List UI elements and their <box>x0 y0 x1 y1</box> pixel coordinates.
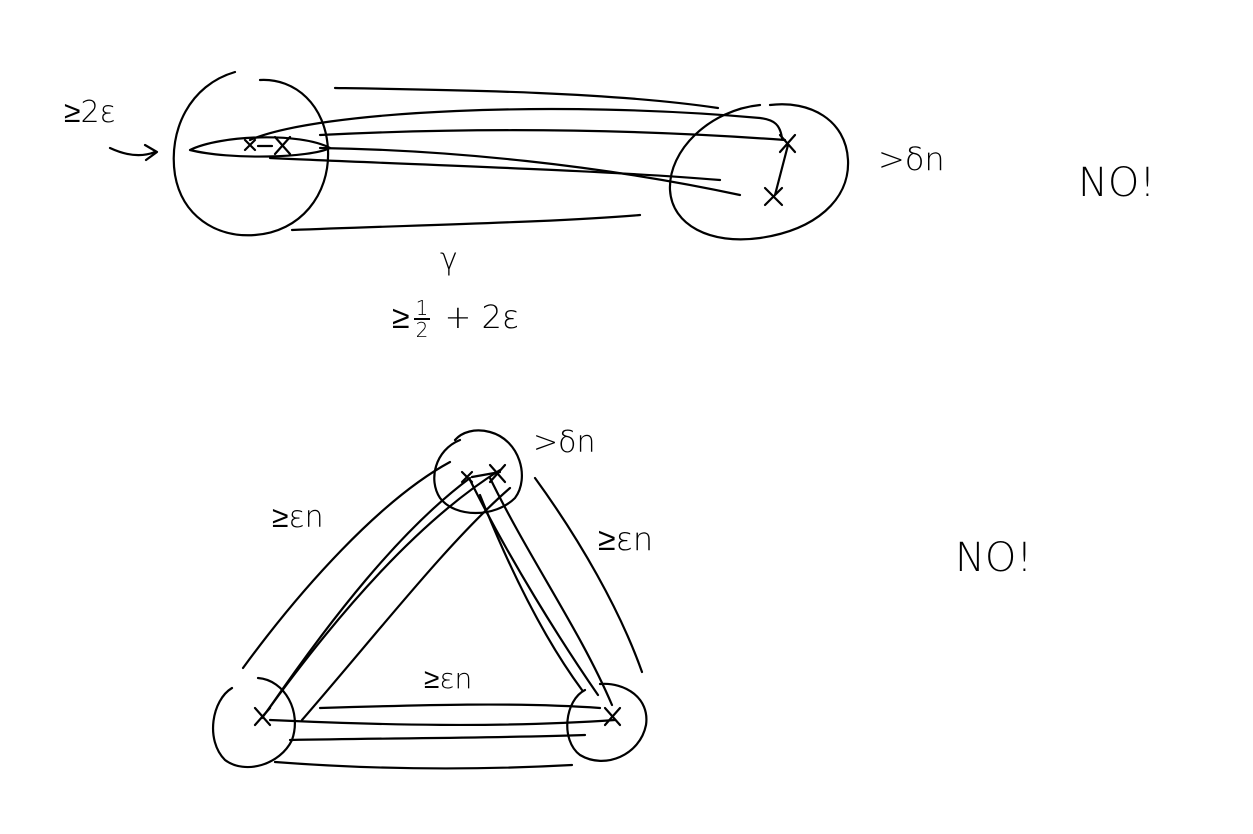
right-vertex-marks <box>603 706 622 727</box>
bottom-right-vertex-circle <box>566 682 648 762</box>
gamma-label: γ <box>440 242 458 277</box>
left-edge-label: ≥εn <box>272 500 324 535</box>
bottom-edge-outer <box>273 760 574 770</box>
path-line-3 <box>318 129 787 142</box>
top-vertex-label: >δn <box>533 425 596 460</box>
path-line-2 <box>248 107 784 142</box>
top-figure <box>108 70 850 241</box>
left-edge-3 <box>300 486 512 722</box>
bottom-edge-3 <box>288 733 587 742</box>
right-edge-outer <box>533 476 644 674</box>
path-line-1 <box>333 86 720 110</box>
triangle-figure <box>211 429 648 770</box>
left-cluster-label: ≥2ε <box>64 95 116 130</box>
bottom-edge-label: ≥εn <box>424 662 473 695</box>
path-line-6 <box>290 213 642 232</box>
path-length-prefix: ≥ <box>392 298 410 336</box>
inner-vertex-marks <box>243 135 292 156</box>
right-vertex-marks <box>763 133 797 207</box>
right-cluster-ellipse <box>668 103 850 241</box>
left-edge-2 <box>260 468 502 720</box>
bottom-edge-1 <box>318 703 602 710</box>
fraction-numerator: 1 <box>413 296 431 320</box>
left-edge-outer <box>241 460 452 670</box>
bottom-left-vertex-circle <box>211 676 296 769</box>
top-vertex-marks <box>460 463 507 484</box>
left-cluster-circle <box>172 70 330 237</box>
bottom-edge-2 <box>268 718 617 727</box>
right-edge-2 <box>488 476 614 707</box>
right-edge-3 <box>478 493 584 692</box>
top-vertex-circle <box>433 429 523 515</box>
path-line-4 <box>318 146 742 197</box>
arrow-to-left-cluster <box>108 143 159 162</box>
path-length-suffix: + 2ε <box>444 298 520 336</box>
top-verdict: NO! <box>1078 160 1156 206</box>
path-line-5 <box>268 156 722 182</box>
bottom-verdict: NO! <box>955 535 1033 581</box>
right-cluster-label: >δn <box>878 140 945 178</box>
right-edge-label: ≥εn <box>598 520 654 558</box>
fraction-denominator: 2 <box>415 318 429 342</box>
